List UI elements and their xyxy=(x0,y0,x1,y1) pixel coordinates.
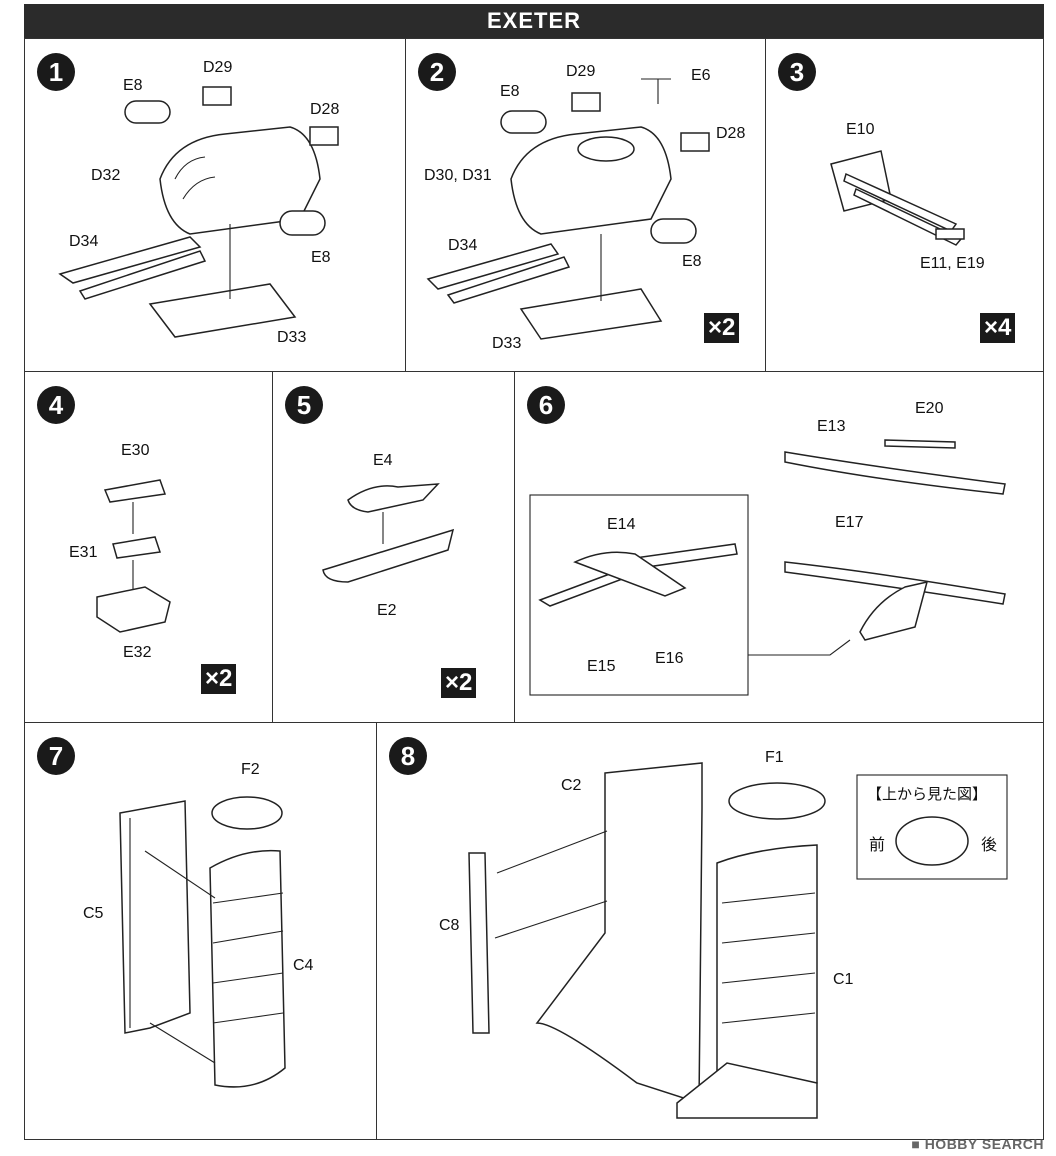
multiplier-badge: ×2 xyxy=(201,664,237,694)
part-label: E15 xyxy=(587,658,616,675)
step-3-panel: 3 E10 E11, E19 ×4 xyxy=(765,38,1044,372)
part-label: E11, E19 xyxy=(920,255,985,272)
part-label: D28 xyxy=(716,125,746,142)
part-label: E8 xyxy=(500,83,520,100)
step-number-1: 1 xyxy=(37,53,75,91)
step-7-panel: 7 F2 C5 C4 xyxy=(24,722,377,1140)
step-3-diagram xyxy=(830,150,965,246)
step-8-panel: 8 F1 C2 C8 C1 【上から見た図】 前 後 xyxy=(376,722,1044,1140)
step-number-4: 4 xyxy=(37,386,75,424)
part-label: D34 xyxy=(448,237,478,254)
step-4-diagram xyxy=(96,479,171,633)
part-label: D29 xyxy=(203,59,233,76)
part-label: E17 xyxy=(835,514,864,531)
part-label: E30 xyxy=(121,442,150,459)
part-label: F2 xyxy=(241,761,260,778)
step-6-diagram xyxy=(529,439,1006,696)
part-label: D33 xyxy=(492,335,522,352)
step-5-diagram xyxy=(322,483,455,583)
part-label: D29 xyxy=(566,63,596,80)
multiplier-badge: ×2 xyxy=(441,668,477,698)
part-label: E2 xyxy=(377,602,397,619)
part-label: E14 xyxy=(607,516,636,533)
topview-front-label: 前 xyxy=(869,837,886,854)
part-label: C1 xyxy=(833,971,854,988)
part-label: D32 xyxy=(91,167,121,184)
multiplier-badge: ×2 xyxy=(704,313,740,343)
part-label: C4 xyxy=(293,957,314,974)
step-number-3: 3 xyxy=(778,53,816,91)
step-number-8: 8 xyxy=(389,737,427,775)
step-number-7: 7 xyxy=(37,737,75,775)
page-title: EXETER xyxy=(24,4,1044,38)
part-label: D33 xyxy=(277,329,307,346)
part-label: E8 xyxy=(682,253,702,270)
step-6-panel: 6 E13 E20 E17 E14 E15 E16 xyxy=(514,371,1044,723)
step-7-diagram xyxy=(119,796,286,1088)
part-label: E32 xyxy=(123,644,152,661)
step-2-panel: 2 E8 D29 E6 D28 D30, D31 D34 E8 D33 ×2 xyxy=(405,38,766,372)
part-label: C5 xyxy=(83,905,104,922)
part-label: E4 xyxy=(373,452,393,469)
part-label: E31 xyxy=(69,544,98,561)
part-label: C2 xyxy=(561,777,582,794)
step-4-panel: 4 E30 E31 E32 ×2 xyxy=(24,371,273,723)
step-1-panel: 1 E8 D29 D28 D32 D34 E8 D33 xyxy=(24,38,406,372)
part-label: E16 xyxy=(655,650,684,667)
topview-back-label: 後 xyxy=(981,837,998,854)
step-1-diagram xyxy=(58,86,339,338)
step-number-5: 5 xyxy=(285,386,323,424)
part-label: E10 xyxy=(846,121,875,138)
multiplier-badge: ×4 xyxy=(980,313,1016,343)
watermark: ■ HOBBY SEARCH xyxy=(911,1136,1044,1152)
part-label: E6 xyxy=(691,67,711,84)
part-label: E13 xyxy=(817,418,846,435)
step-2-diagram xyxy=(426,78,710,340)
topview-note-title: 【上から見た図】 xyxy=(867,786,988,803)
step-number-2: 2 xyxy=(418,53,456,91)
step-number-6: 6 xyxy=(527,386,565,424)
part-label: D30, D31 xyxy=(424,167,492,184)
part-label: F1 xyxy=(765,749,784,766)
hobby-search-logo-icon: ■ xyxy=(911,1136,921,1152)
part-label: C8 xyxy=(439,917,460,934)
part-label: E8 xyxy=(123,77,143,94)
step-8-diagram xyxy=(468,762,1008,1119)
part-label: E20 xyxy=(915,400,944,417)
part-label: D34 xyxy=(69,233,99,250)
step-5-panel: 5 E4 E2 ×2 xyxy=(272,371,515,723)
part-label: D28 xyxy=(310,101,340,118)
part-label: E8 xyxy=(311,249,331,266)
